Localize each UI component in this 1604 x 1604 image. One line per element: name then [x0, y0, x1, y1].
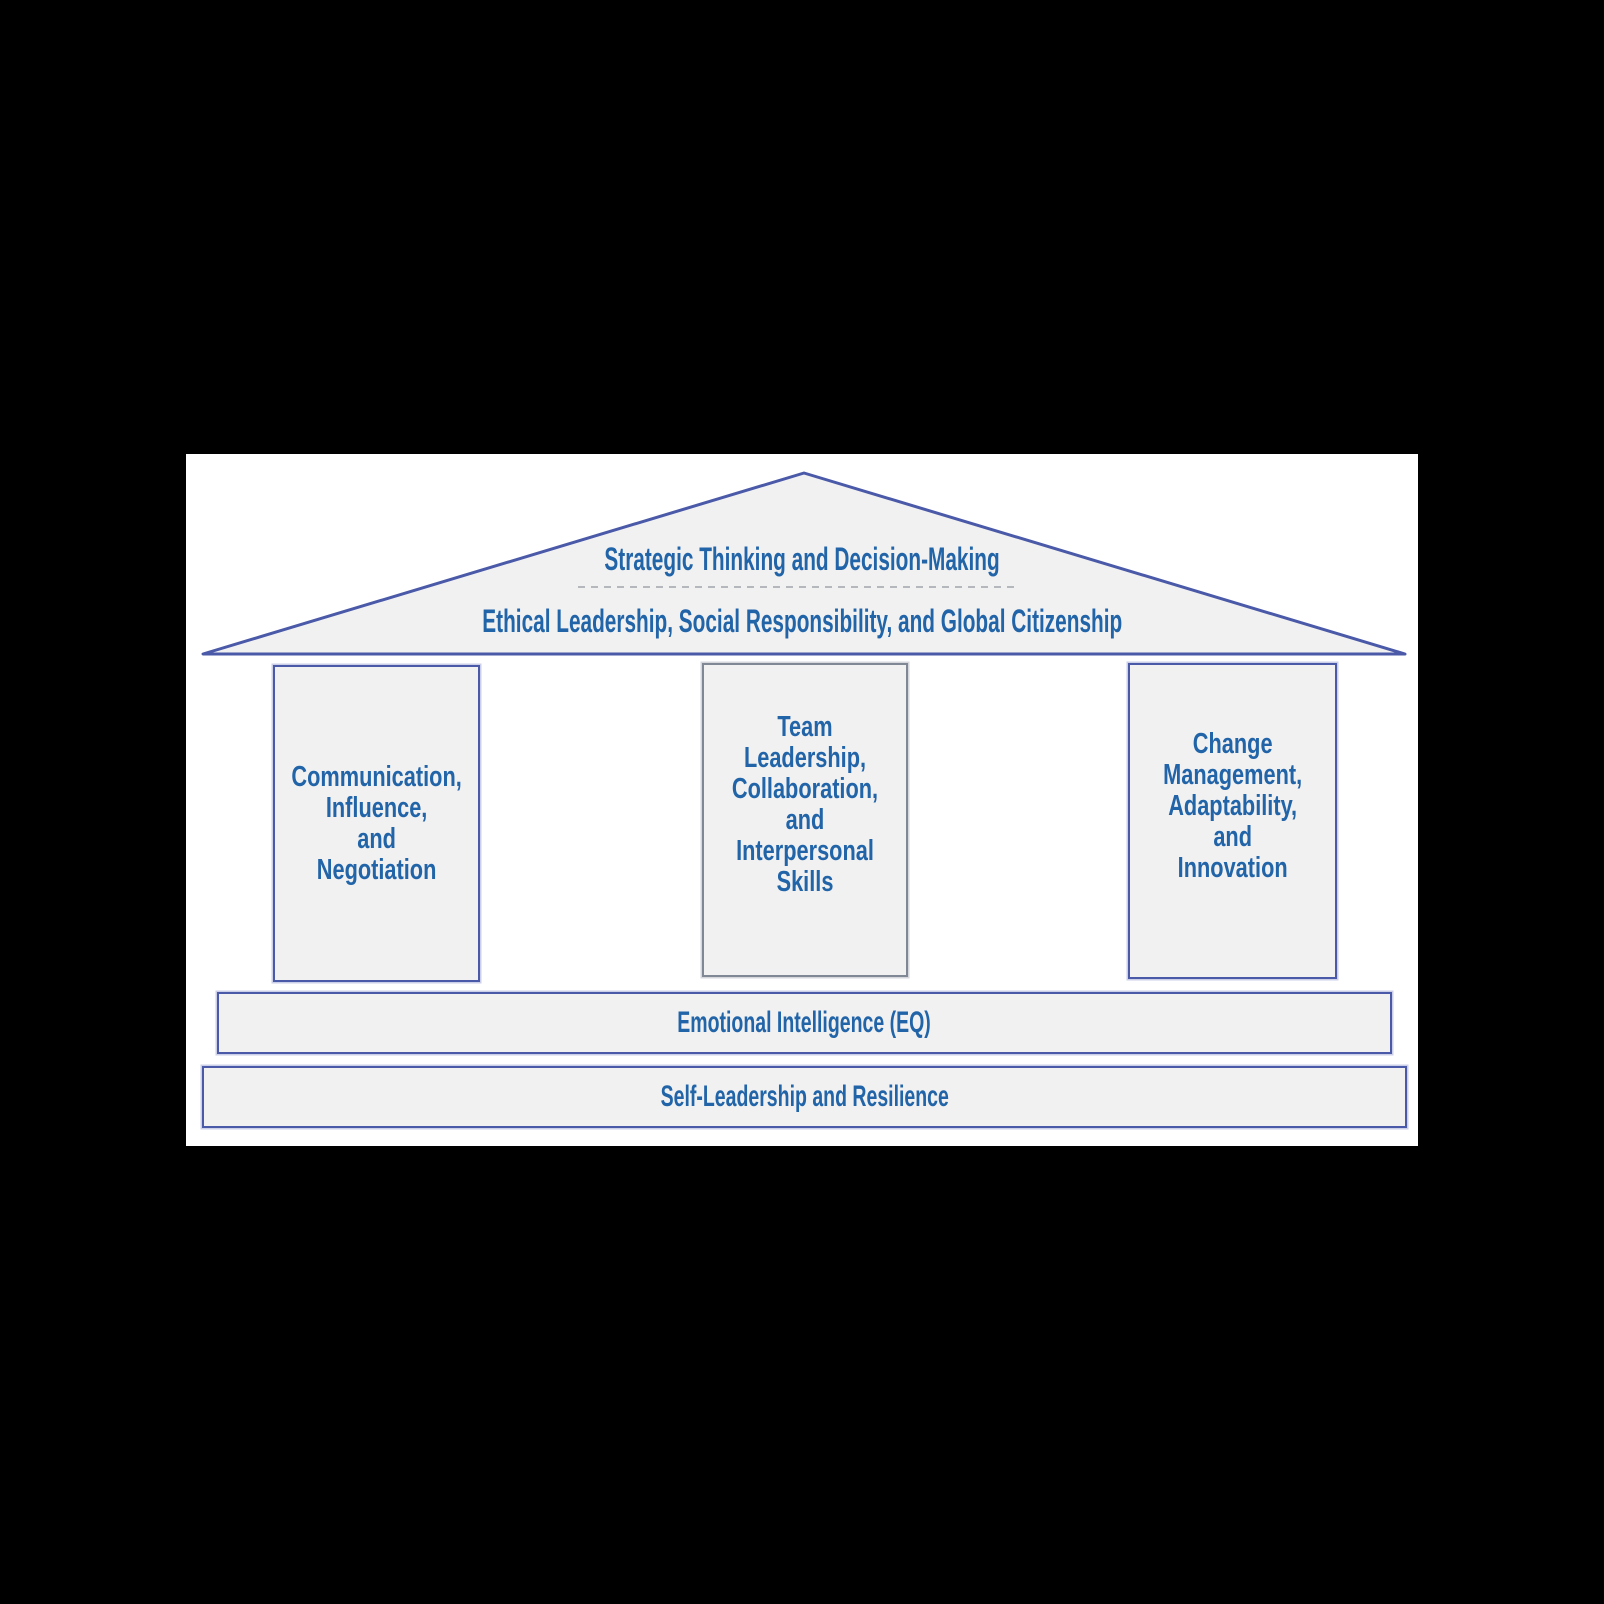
base-bar-label: Self-Leadership and Resilience — [660, 1080, 949, 1113]
pillar-line: Interpersonal — [736, 835, 874, 867]
pillar-line: Collaboration, — [731, 773, 879, 805]
pillar-line: Adaptability, — [1168, 789, 1297, 822]
pillar-line: Change — [1192, 727, 1273, 760]
pillar-line: Skills — [776, 866, 834, 898]
pillar-line: and — [785, 804, 825, 836]
diagram-sheet: Strategic Thinking and Decision-Making E… — [186, 454, 1418, 1146]
roof-bottom-label-text: Ethical Leadership, Social Responsibilit… — [482, 603, 1122, 639]
pillar-line: Team Leadership, — [743, 711, 867, 774]
base-bar-label: Emotional Intelligence (EQ) — [677, 1006, 932, 1039]
pillar-line: and — [1213, 820, 1252, 853]
roof-triangle — [201, 471, 1407, 656]
roof-top-label: Strategic Thinking and Decision-Making — [186, 542, 1418, 576]
pillar-communication-influence-negotiation: Communication, Influence, and Negotiatio… — [273, 665, 480, 982]
pillar-line: Communication, — [291, 760, 462, 793]
pillar-team-leadership-collaboration: Team Leadership, Collaboration, and Inte… — [702, 663, 908, 977]
base-bar-self-leadership-resilience: Self-Leadership and Resilience — [202, 1066, 1407, 1128]
roof-dashed-divider-line — [578, 586, 1020, 588]
pillar-text: Change Management, Adaptability, and Inn… — [1162, 727, 1302, 884]
base-bar-emotional-intelligence: Emotional Intelligence (EQ) — [217, 992, 1392, 1054]
pillar-line: Negotiation — [316, 853, 437, 886]
pillar-line: Management, — [1162, 758, 1302, 791]
pillar-change-management-innovation: Change Management, Adaptability, and Inn… — [1128, 663, 1337, 979]
pillar-line: Influence, — [325, 791, 428, 824]
pillar-line: Innovation — [1177, 851, 1288, 884]
roof-bottom-label: Ethical Leadership, Social Responsibilit… — [186, 604, 1418, 638]
pillar-text: Communication, Influence, and Negotiatio… — [291, 760, 462, 886]
pillar-text: Team Leadership, Collaboration, and Inte… — [729, 712, 881, 898]
roof-top-label-text: Strategic Thinking and Decision-Making — [604, 541, 1000, 577]
pillar-line: and — [357, 822, 396, 855]
